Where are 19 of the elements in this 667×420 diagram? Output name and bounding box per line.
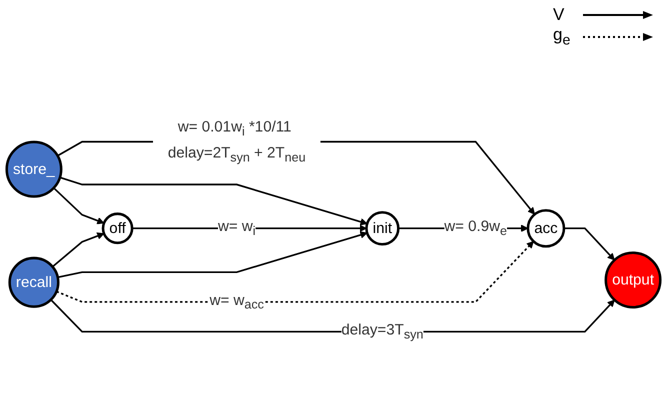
arrow (564, 227, 615, 260)
node-circle: init (365, 210, 400, 246)
edge-label: w= 0.9w$_{e}$ (444, 218, 508, 238)
node-circle: recall (8, 256, 60, 308)
arrow (53, 187, 104, 224)
legend-label: V (553, 5, 566, 25)
edge-label: w= w$_{i}$ (218, 218, 256, 238)
node-circle: off (102, 212, 134, 244)
edge-label: delay=3T$_{syn}$ (341, 320, 424, 342)
arrow (60, 176, 368, 226)
edge-label: w= w$_{acc}$ (210, 291, 264, 312)
node-circle: store_ (5, 140, 62, 198)
arrow (52, 232, 104, 268)
arrow (58, 231, 368, 278)
node-circle: output (604, 251, 662, 308)
legend-label: g$_{e}$ (553, 25, 572, 49)
arrow (56, 240, 534, 303)
node-circle: acc (526, 208, 566, 248)
edge-label: w= 0.01w$_{i}$ *10/11 delay=2T$_{syn}$ + 2T$_{neu}$ (168, 118, 306, 165)
